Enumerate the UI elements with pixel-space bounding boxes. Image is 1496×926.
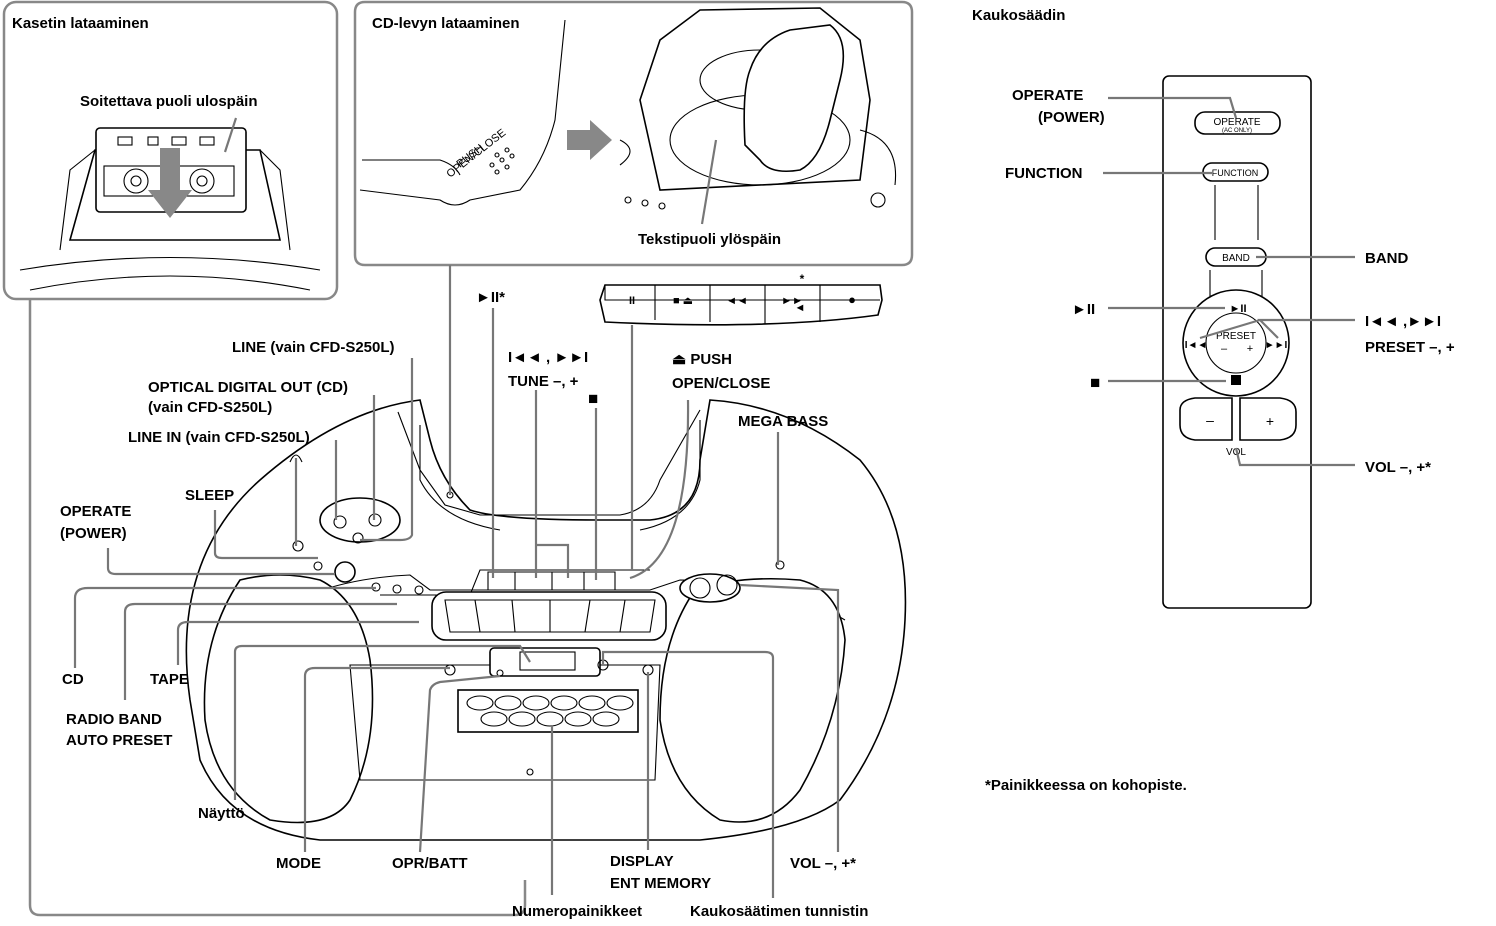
remote-label-skip-1: I◄◄ ,►►I (1365, 313, 1441, 330)
leader-lines (73, 265, 840, 898)
cassette-side-note: Soitettava puoli ulospäin (80, 93, 258, 110)
label-line-in: LINE IN (vain CFD-S250L) (128, 429, 310, 446)
tape-play-button[interactable]: ◄ (795, 302, 806, 314)
tape-rewind-button[interactable]: ◄◄ (726, 295, 748, 307)
remote-stop-icon[interactable] (1231, 375, 1241, 385)
label-sleep: SLEEP (185, 487, 234, 504)
remote-preset-plus-icon[interactable]: + (1247, 343, 1253, 355)
remote-function-text: FUNCTION (1212, 168, 1259, 178)
label-optical-1: OPTICAL DIGITAL OUT (CD) (148, 379, 348, 396)
label-radio-1: RADIO BAND (66, 711, 162, 728)
label-skip: I◄◄ , ►►I (508, 349, 588, 366)
remote-label-operate-2: (POWER) (1038, 109, 1105, 126)
tape-ff-button[interactable]: ►► (781, 295, 803, 307)
label-push-2: OPEN/CLOSE (672, 375, 770, 392)
footnote: *Painikkeessa on kohopiste. (985, 777, 1187, 794)
remote-control: Kaukosäädin OPERATE (AC ONLY) FUNCTION B… (972, 7, 1455, 609)
label-play: ►II* (476, 289, 505, 306)
cd-lid-illustration: PUSH OPEN/CLOSE (359, 19, 612, 206)
remote-label-operate-1: OPERATE (1012, 87, 1083, 104)
label-stop: ■ (588, 389, 598, 408)
remote-vol-plus-icon: + (1266, 413, 1274, 429)
remote-label-band: BAND (1365, 250, 1408, 267)
headphone-icon (289, 454, 303, 463)
remote-label-stop: ■ (1090, 373, 1100, 392)
tape-pause-button[interactable]: II (629, 295, 635, 307)
label-tune: TUNE –, + (508, 373, 579, 390)
label-vol: VOL –, +* (790, 855, 856, 872)
remote-label-play-pause: ►II (1072, 301, 1095, 318)
main-labels: LINE (vain CFD-S250L) OPTICAL DIGITAL OU… (60, 289, 868, 920)
cassette-loading-panel: Kasetin lataaminen Soitettava puoli ulos… (2, 0, 527, 917)
boombox-body (185, 399, 907, 841)
remote-next-icon[interactable]: ►►I (1265, 340, 1288, 351)
remote-label-function: FUNCTION (1005, 165, 1083, 182)
remote-vol-minus-icon: – (1206, 412, 1214, 428)
label-optical-2: (vain CFD-S250L) (148, 399, 272, 416)
remote-label-vol: VOL –, +* (1365, 459, 1431, 476)
tape-deck-buttons: II ■ ⏏ ◄◄ ►► ◄ * ● (599, 272, 883, 326)
remote-operate-text: OPERATE (1213, 117, 1260, 128)
tape-play-marker: * (800, 272, 805, 286)
cassette-panel-title: Kasetin lataaminen (12, 15, 149, 32)
label-mega-bass: MEGA BASS (738, 413, 828, 430)
label-display-2: ENT MEMORY (610, 875, 711, 892)
label-operate-2: (POWER) (60, 525, 127, 542)
numeric-keypad-buttons (466, 695, 634, 727)
label-display-1: DISPLAY (610, 853, 674, 870)
remote-title: Kaukosäädin (972, 7, 1065, 24)
label-operate-1: OPERATE (60, 503, 131, 520)
remote-prev-icon[interactable]: I◄◄ (1185, 340, 1208, 351)
cd-tray-illustration (619, 7, 897, 225)
remote-label-skip-2: PRESET –, + (1365, 339, 1455, 356)
label-cd: CD (62, 671, 84, 688)
remote-band-text: BAND (1222, 253, 1250, 264)
label-sensor: Kaukosäätimen tunnistin (690, 903, 868, 920)
remote-operate-button[interactable] (1194, 111, 1281, 135)
cd-panel-title: CD-levyn lataaminen (372, 15, 520, 32)
remote-vol-minus-button[interactable] (1179, 397, 1233, 441)
label-opr-batt: OPR/BATT (392, 855, 468, 872)
label-radio-2: AUTO PRESET (66, 732, 172, 749)
tape-record-button[interactable]: ● (848, 292, 856, 307)
label-push-1: ⏏ PUSH (672, 351, 732, 368)
cassette-illustration (19, 117, 321, 291)
label-display-screen: Näyttö (198, 805, 245, 822)
label-numbers: Numeropainikkeet (512, 903, 642, 920)
label-line: LINE (vain CFD-S250L) (232, 339, 395, 356)
remote-preset-text: PRESET (1216, 331, 1256, 342)
label-mode: MODE (276, 855, 321, 872)
label-tape: TAPE (150, 671, 189, 688)
remote-preset-minus-icon[interactable]: – (1221, 343, 1228, 355)
remote-play-pause-icon[interactable]: ►II (1230, 303, 1247, 315)
tape-stop-eject-button[interactable]: ■ ⏏ (673, 295, 693, 307)
remote-vol-plus-button[interactable] (1239, 397, 1297, 441)
cd-loading-panel: CD-levyn lataaminen PUSH OPEN/CLOSE Teks… (353, 0, 914, 267)
remote-operate-subtext: (AC ONLY) (1222, 128, 1252, 134)
cd-label-note: Tekstipuoli ylöspäin (638, 231, 781, 248)
